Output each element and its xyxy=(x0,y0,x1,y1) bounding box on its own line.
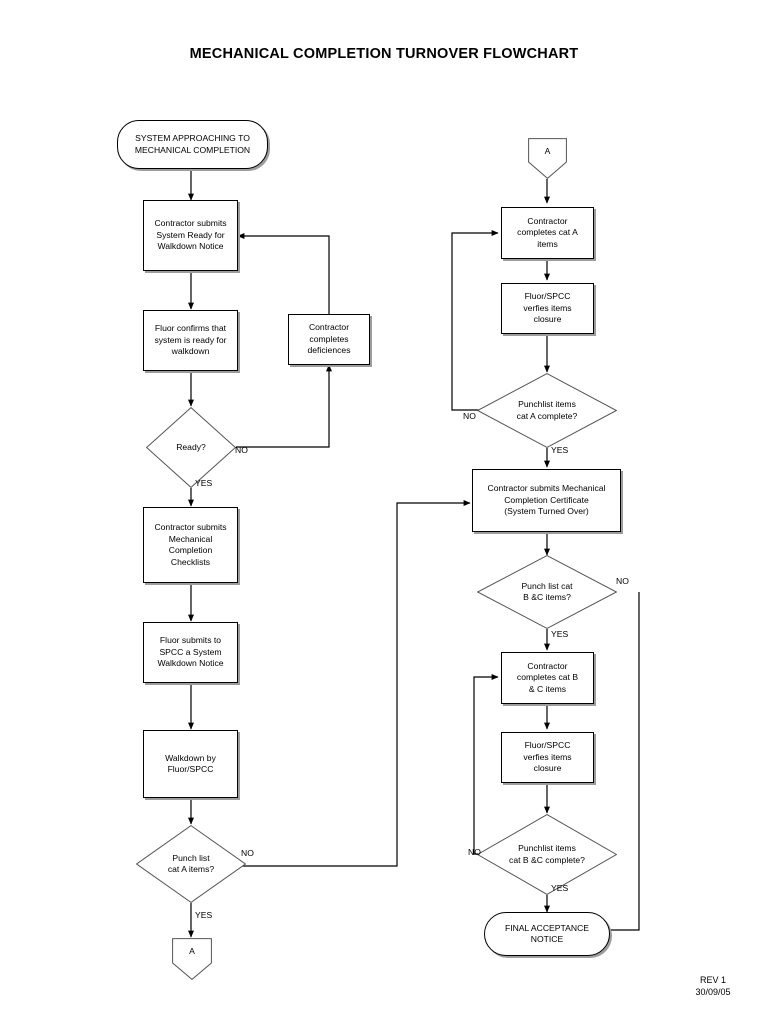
verify-bc-line-2: verfies items xyxy=(523,751,572,762)
mc-checklists-line-4: Checklists xyxy=(170,556,211,567)
node-mechanical-completion-certificate: Contractor submits Mechanical Completion… xyxy=(472,469,621,532)
node-connector-a-out: A xyxy=(172,938,212,980)
fluor-confirms-line-2: system is ready for xyxy=(154,334,227,345)
node-walkdown-by-fluor-spcc: Walkdown by Fluor/SPCC xyxy=(143,730,238,798)
node-verify-cat-bc-closure: Fluor/SPCC verfies items closure xyxy=(501,732,594,783)
punch-bc-line-1: Punch list cat xyxy=(521,580,573,591)
edge-label-punch-a-no: NO xyxy=(241,848,254,858)
revision-number: REV 1 xyxy=(699,975,726,985)
walkdown-notice-line-1: Fluor submits to xyxy=(159,635,222,646)
punch-bc-line-2: B &C items? xyxy=(523,592,571,602)
revision-block: REV 1 30/09/05 xyxy=(678,975,748,998)
mcc-line-1: Contractor submits Mechanical xyxy=(487,483,606,494)
punchlist-bc-line-2: cat B &C complete? xyxy=(509,854,585,865)
node-contractor-completes-deficiences: Contractor completes deficiences xyxy=(288,314,370,365)
complete-bc-line-1: Contractor xyxy=(527,660,568,671)
deficiences-line-3: deficiences xyxy=(307,345,351,356)
complete-a-line-1: Contractor xyxy=(527,215,568,226)
final-line-1: FINAL ACCEPTANCE xyxy=(504,922,590,933)
node-verify-cat-a-closure: Fluor/SPCC verfies items closure xyxy=(501,283,594,334)
deficiences-line-1: Contractor xyxy=(308,322,350,333)
decision-punch-bc-label: Punch list cat B &C items? xyxy=(477,581,617,604)
verify-bc-line-1: Fluor/SPCC xyxy=(524,740,571,751)
node-final-acceptance-notice: FINAL ACCEPTANCE NOTICE xyxy=(484,912,610,956)
punch-a-line-2: cat A items? xyxy=(167,864,215,874)
edge-label-ready-no: NO xyxy=(235,445,248,455)
punchlist-bc-line-1: Punchlist items xyxy=(518,843,576,853)
node-contractor-completes-cat-bc: Contractor completes cat B & C items xyxy=(501,652,594,704)
fluor-confirms-line-3: walkdown xyxy=(171,346,210,357)
decision-ready-label: Ready? xyxy=(176,441,206,452)
node-start-terminator: SYSTEM APPROACHING TO MECHANICAL COMPLET… xyxy=(117,120,268,169)
fluor-confirms-line-1: Fluor confirms that xyxy=(154,323,227,334)
punch-a-line-1: Punch list xyxy=(172,852,210,863)
edge-label-punchlist-a-no: NO xyxy=(463,411,476,421)
node-decision-ready: Ready? xyxy=(146,407,236,488)
decision-punchlist-bc-label: Punchlist items cat B &C complete? xyxy=(477,843,617,866)
ready-notice-line-3: Walkdown Notice xyxy=(157,241,224,252)
decision-punchlist-a-label: Punchlist items cat A complete? xyxy=(477,399,617,422)
node-ready-notice: Contractor submits System Ready for Walk… xyxy=(143,200,238,271)
node-connector-a-in: A xyxy=(528,138,567,179)
complete-a-line-2: completes cat A xyxy=(517,227,578,238)
node-mc-checklists: Contractor submits Mechanical Completion… xyxy=(143,507,238,583)
node-decision-punch-list-cat-a: Punch list cat A items? xyxy=(136,825,246,903)
complete-bc-line-3: & C items xyxy=(528,683,567,694)
edge-label-punchlist-bc-no: NO xyxy=(468,847,481,857)
node-decision-punch-list-cat-bc: Punch list cat B &C items? xyxy=(477,555,617,629)
walkdown-line-2: Fluor/SPCC xyxy=(167,764,214,774)
edge-label-punch-bc-yes: YES xyxy=(551,629,569,639)
node-system-walkdown-notice: Fluor submits to SPCC a System Walkdown … xyxy=(143,622,238,683)
connector-a-in-label: A xyxy=(544,145,551,156)
revision-date: 30/09/05 xyxy=(695,986,731,997)
connector-a-out-label: A xyxy=(189,946,195,957)
verify-a-line-1: Fluor/SPCC xyxy=(524,291,571,302)
node-contractor-completes-cat-a: Contractor completes cat A items xyxy=(501,207,594,259)
punchlist-a-line-1: Punchlist items xyxy=(518,399,576,409)
edge-label-punchlist-a-yes: YES xyxy=(551,445,569,455)
complete-a-line-3: items xyxy=(537,238,558,249)
node-decision-punchlist-cat-a-complete: Punchlist items cat A complete? xyxy=(477,373,617,448)
edge-label-punch-bc-no: NO xyxy=(616,576,629,586)
page-title: MECHANICAL COMPLETION TURNOVER FLOWCHART xyxy=(189,46,579,62)
verify-bc-line-3: closure xyxy=(533,763,562,774)
mcc-line-2: Completion Certificate xyxy=(504,494,589,505)
punchlist-a-line-2: cat A complete? xyxy=(516,410,578,421)
node-fluor-confirms: Fluor confirms that system is ready for … xyxy=(143,310,238,371)
verify-a-line-3: closure xyxy=(533,314,562,325)
complete-bc-line-2: completes cat B xyxy=(516,672,579,683)
verify-a-line-2: verfies items xyxy=(523,302,572,313)
mcc-line-3: (System Turned Over) xyxy=(504,506,589,517)
walkdown-line-1: Walkdown by xyxy=(165,752,216,763)
decision-punch-a-label: Punch list cat A items? xyxy=(136,853,246,876)
mc-checklists-line-3: Completion xyxy=(168,545,213,555)
start-line-2: MECHANICAL COMPLETION xyxy=(134,144,251,155)
ready-notice-line-1: Contractor submits xyxy=(154,218,227,229)
walkdown-notice-line-2: SPCC a System xyxy=(159,646,222,657)
edge-label-punch-a-yes: YES xyxy=(195,910,213,920)
ready-notice-line-2: System Ready for xyxy=(156,229,225,240)
node-decision-punchlist-cat-bc-complete: Punchlist items cat B &C complete? xyxy=(477,814,617,895)
edge-label-ready-yes: YES xyxy=(195,478,213,488)
mc-checklists-line-1: Contractor submits xyxy=(154,522,227,532)
mc-checklists-line-2: Mechanical xyxy=(168,533,213,544)
deficiences-line-2: completes xyxy=(309,333,349,344)
edge-label-punchlist-bc-yes: YES xyxy=(551,883,569,893)
walkdown-notice-line-3: Walkdown Notice xyxy=(157,658,224,669)
final-line-2: NOTICE xyxy=(530,934,564,944)
start-line-1: SYSTEM APPROACHING TO xyxy=(135,133,250,143)
